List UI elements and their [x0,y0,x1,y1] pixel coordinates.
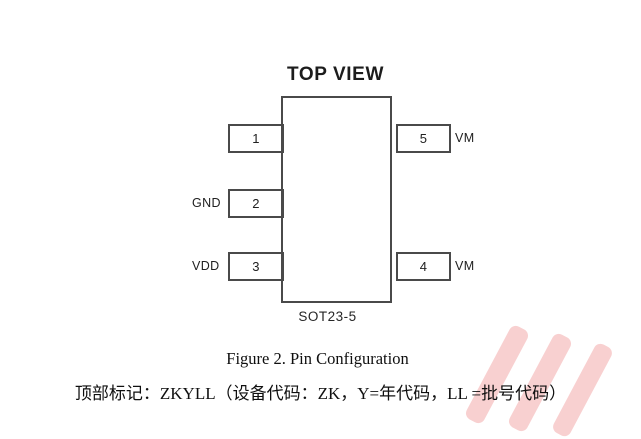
figure-caption-text: Figure 2. Pin Configuration [226,349,409,368]
pin-box-5: 5 [396,124,451,153]
pin-number-3: 3 [252,259,260,274]
pin-configuration-figure: TOP VIEW 1 2 3 5 4 GND VDD VM VM SOT23-5… [0,64,641,439]
pin-signal-label-gnd: GND [192,196,221,210]
watermark-slash-icon [463,323,531,426]
pin-number-4: 4 [419,259,428,274]
package-body-right-edge [390,96,392,303]
pin-box-3: 3 [228,252,284,281]
pin-box-1: 1 [228,124,284,153]
pin-signal-label-vdd: VDD [192,259,220,273]
pin-box-2: 2 [228,189,284,218]
pin-box-4: 4 [396,252,451,281]
pin-signal-label-vm-5: VM [455,131,475,145]
pin-number-5: 5 [419,131,428,146]
pin-number-1: 1 [252,131,260,146]
top-view-text: TOP VIEW [286,64,384,85]
package-body-left-edge [281,96,283,303]
package-name-text: SOT23-5 [298,309,357,324]
top-view-label: TOP VIEW [0,64,641,86]
top-marking-note: 顶部标记：ZKYLL（设备代码：ZK，Y=年代码，LL =批号代码） [74,384,567,403]
pin-number-2: 2 [252,196,260,211]
figure-caption: Figure 2. Pin Configuration [0,349,641,369]
package-name-label: SOT23-5 [0,309,641,324]
package-body-outline [281,96,392,303]
pin-signal-label-vm-4: VM [455,259,475,273]
